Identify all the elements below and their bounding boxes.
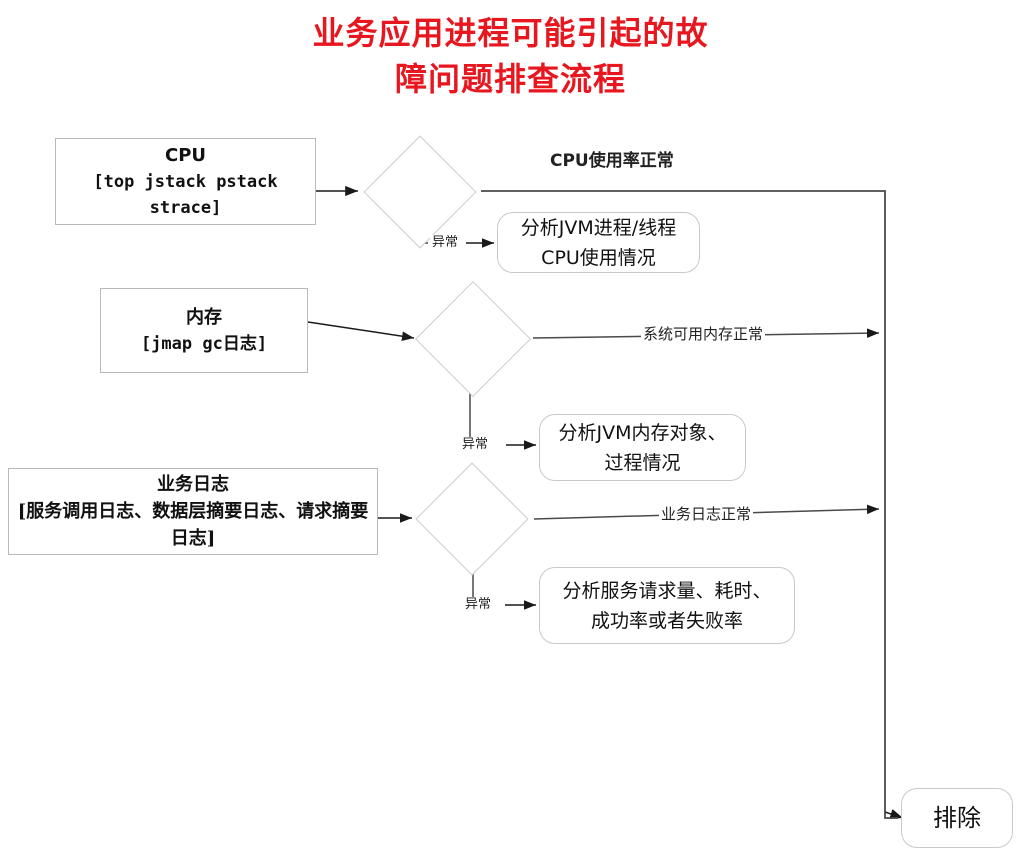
node-log-analysis[interactable]: 分析服务请求量、耗时、 成功率或者失败率 bbox=[539, 567, 795, 644]
edge-trunk-elbow-terminal bbox=[884, 812, 898, 819]
node-memory-source-title: 内存 bbox=[186, 306, 222, 328]
node-cpu-source[interactable]: CPU [top jstack pstack strace] bbox=[55, 138, 316, 225]
node-memory-analysis[interactable]: 分析JVM内存对象、 过程情况 bbox=[539, 414, 746, 481]
node-log-analysis-line-2: 成功率或者失败率 bbox=[590, 609, 743, 632]
decision-cpu[interactable] bbox=[363, 135, 477, 249]
node-memory-source[interactable]: 内存 [jmap gc日志] bbox=[100, 288, 308, 373]
decision-business-log[interactable] bbox=[415, 462, 529, 576]
edge-label-memory-ok: 系统可用内存正常 bbox=[641, 325, 766, 343]
node-business-log-source-detail: [服务调用日志、数据层摘要日志、请求摘要日志] bbox=[17, 500, 369, 549]
edge-mem-source-to-decision bbox=[307, 321, 415, 341]
page-title: 业务应用进程可能引起的故 障问题排查流程 bbox=[0, 10, 1021, 102]
node-terminal-exclude[interactable]: 排除 bbox=[901, 788, 1013, 848]
node-cpu-analysis-line-1: 分析JVM进程/线程 bbox=[520, 216, 677, 239]
edge-label-log-ok: 业务日志正常 bbox=[659, 505, 754, 523]
decision-memory[interactable] bbox=[415, 281, 531, 397]
node-memory-source-detail: [jmap gc日志] bbox=[140, 333, 268, 354]
node-log-analysis-line-1: 分析服务请求量、耗时、 bbox=[562, 579, 772, 602]
node-cpu-source-detail: [top jstack pstack strace] bbox=[93, 171, 278, 218]
edge-label-cpu-ok: CPU使用率正常 bbox=[550, 151, 674, 171]
page-title-line-1: 业务应用进程可能引起的故 bbox=[312, 14, 709, 52]
edge-cpu-ok-to-trunk bbox=[481, 190, 886, 812]
node-business-log-source[interactable]: 业务日志 [服务调用日志、数据层摘要日志、请求摘要日志] bbox=[8, 468, 378, 555]
node-cpu-analysis[interactable]: 分析JVM进程/线程 CPU使用情况 bbox=[497, 212, 700, 273]
edge-label-log-abnormal: 异常 bbox=[463, 597, 494, 613]
edge-label-cpu-abnormal: 异常 bbox=[430, 235, 461, 251]
page-title-line-2: 障问题排查流程 bbox=[394, 60, 626, 98]
node-memory-analysis-line-1: 分析JVM内存对象、 bbox=[558, 421, 727, 444]
node-cpu-analysis-line-2: CPU使用情况 bbox=[541, 246, 656, 269]
edge-label-memory-abnormal: 异常 bbox=[460, 437, 491, 453]
node-cpu-source-title: CPU bbox=[164, 144, 207, 166]
node-memory-analysis-line-2: 过程情况 bbox=[604, 451, 681, 474]
node-business-log-source-title: 业务日志 bbox=[157, 473, 229, 495]
node-terminal-exclude-label: 排除 bbox=[933, 804, 981, 832]
